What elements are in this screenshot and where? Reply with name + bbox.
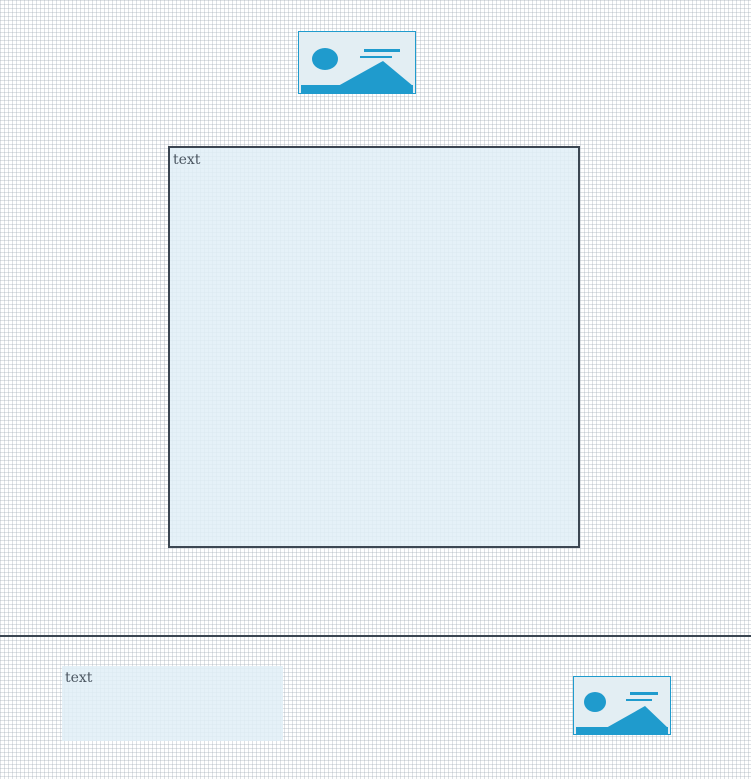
text-box-label: text	[65, 670, 93, 686]
image-placeholder-icon[interactable]	[573, 676, 671, 735]
image-placeholder-icon[interactable]	[298, 31, 416, 94]
text-box[interactable]: text	[168, 146, 580, 548]
text-box-label: text	[173, 152, 201, 168]
text-box[interactable]: text	[62, 666, 283, 741]
horizontal-divider[interactable]	[0, 635, 751, 637]
